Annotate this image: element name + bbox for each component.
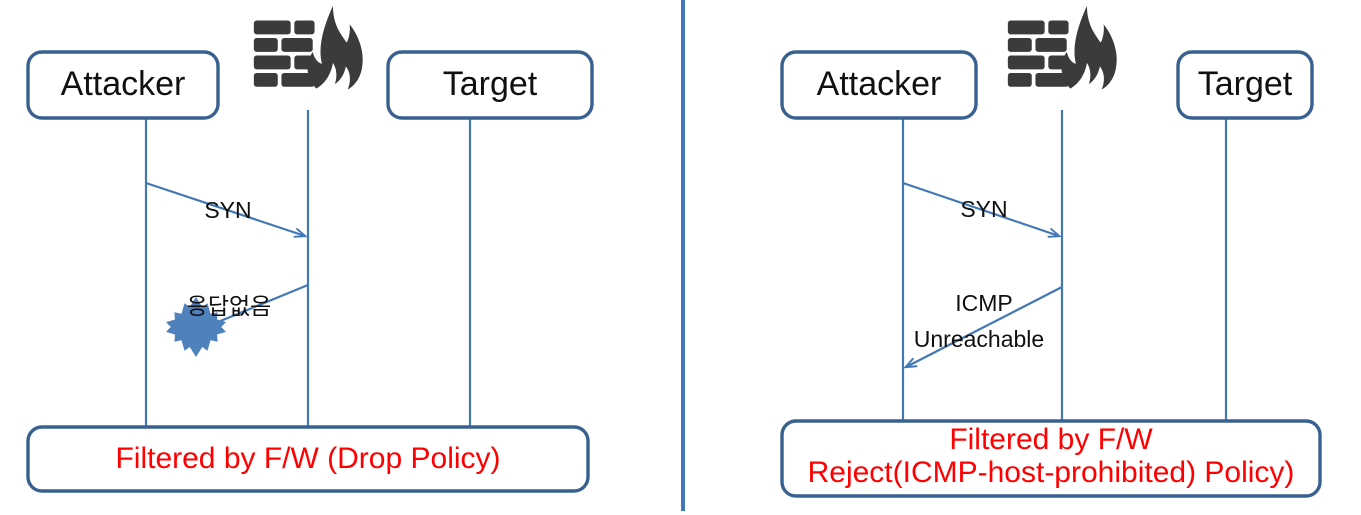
node-box — [1176, 50, 1314, 120]
panel-left: Attacker Target SYN 응답없음 — [26, 5, 594, 493]
firewall-icon — [1007, 5, 1117, 90]
message-icmp-unreachable-right: ICMP Unreachable — [906, 286, 1063, 367]
message-arrow-line — [906, 286, 1063, 367]
message-icmp-label-line-1: ICMP — [955, 290, 1013, 316]
banner-box — [780, 419, 1322, 498]
banner-line-1: Filtered by F/W (Drop Policy) — [115, 442, 500, 475]
banner-box — [26, 425, 590, 493]
message-syn-label: SYN — [204, 197, 251, 223]
message-syn-left: SYN — [145, 181, 305, 236]
message-arrow-line — [902, 181, 1059, 236]
banner-line-1: Filtered by F/W — [949, 423, 1153, 456]
node-target-label: Target — [1198, 65, 1293, 103]
node-target-label: Target — [443, 65, 538, 103]
panel-right: Attacker Target SYN ICMP Unreachable — [780, 5, 1322, 498]
banner-left: Filtered by F/W (Drop Policy) — [26, 425, 590, 493]
message-no-response-label: 응답없음 — [187, 293, 272, 319]
node-attacker-label: Attacker — [817, 65, 942, 103]
banner-line-2: Reject(ICMP-host-prohibited) Policy) — [808, 456, 1295, 489]
node-box — [386, 50, 594, 120]
node-box — [780, 50, 978, 120]
message-icmp-label-line-2: Unreachable — [914, 326, 1044, 352]
message-arrow-line — [145, 181, 305, 236]
message-syn-right: SYN — [902, 181, 1059, 236]
node-attacker-left[interactable]: Attacker — [26, 50, 220, 120]
node-box — [26, 50, 220, 120]
message-syn-label: SYN — [960, 196, 1007, 222]
node-attacker-right[interactable]: Attacker — [780, 50, 978, 120]
burst-icon — [166, 297, 226, 357]
banner-right: Filtered by F/W Reject(ICMP-host-prohibi… — [780, 419, 1322, 498]
node-target-left[interactable]: Target — [386, 50, 594, 120]
node-target-right[interactable]: Target — [1176, 50, 1314, 120]
firewall-icon — [253, 5, 363, 90]
node-attacker-label: Attacker — [61, 65, 186, 103]
